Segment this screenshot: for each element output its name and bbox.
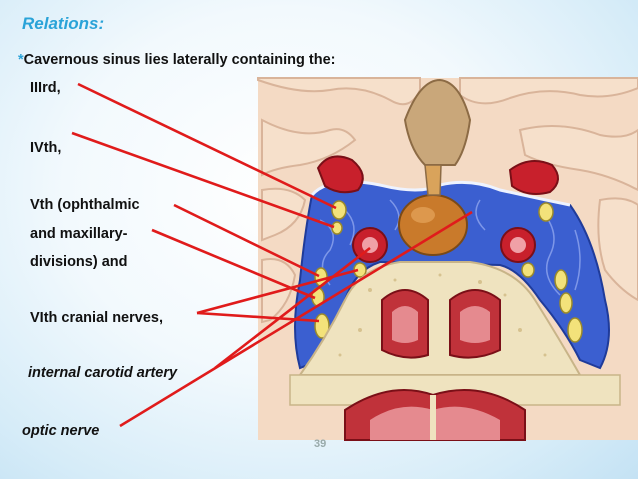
intro-bullet: * bbox=[18, 52, 24, 68]
label-iiird: IIIrd, bbox=[30, 80, 61, 96]
page-number: 39 bbox=[314, 438, 327, 450]
intro-text: Cavernous sinus lies laterally containin… bbox=[23, 52, 336, 68]
label-vith: VIth cranial nerves, bbox=[30, 310, 163, 326]
slide-title: Relations: bbox=[22, 14, 105, 33]
pituitary-stalk bbox=[424, 164, 442, 196]
label-ivth: IVth, bbox=[30, 140, 62, 156]
label-vth-line2: and maxillary- bbox=[30, 226, 128, 242]
falx bbox=[403, 78, 472, 166]
intro-line: *Cavernous sinus lies laterally containi… bbox=[18, 52, 336, 68]
label-vth-line1: Vth (ophthalmic bbox=[30, 197, 140, 213]
pituitary-gland bbox=[398, 194, 468, 256]
label-vth-line3: divisions) and bbox=[30, 254, 128, 270]
label-optic-nerve: optic nerve bbox=[22, 423, 100, 439]
label-internal-carotid-artery: internal carotid artery bbox=[28, 365, 178, 381]
